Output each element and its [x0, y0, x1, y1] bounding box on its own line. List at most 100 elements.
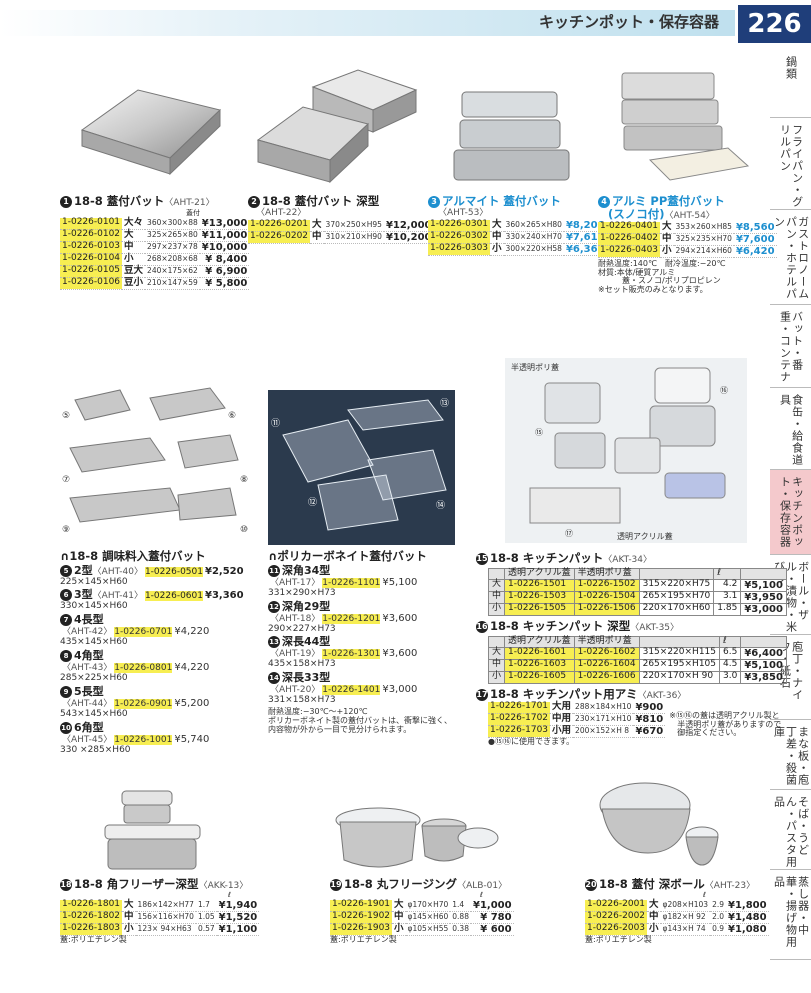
item-number-badge: 9: [60, 685, 72, 698]
row-code-poly: 1-0226-1506: [573, 602, 640, 616]
row-d: 353×260×H85: [673, 221, 734, 234]
sidebar-tab-5[interactable]: キッチンポット・保存容器: [770, 470, 811, 555]
sidebar-tab-0[interactable]: 鍋類: [770, 50, 811, 118]
row-p: ¥ 6,900: [199, 265, 250, 278]
row-liter: 3.0: [718, 670, 742, 684]
row-size: 大: [487, 646, 506, 660]
row-liter: 4.5: [718, 658, 742, 672]
item-dimensions: 435×158×H73: [268, 659, 336, 670]
row-price: ¥5,100: [740, 658, 787, 672]
row-c: 1-0226-1903: [330, 923, 393, 936]
row-d: 268×208×68: [145, 253, 200, 266]
section-15-code: 〈AKT-34〉: [603, 555, 653, 565]
header-blank: [487, 635, 506, 648]
sidebar-tab-8[interactable]: まな板・庖丁差・殺菌庫: [770, 720, 811, 790]
row-z: 小: [122, 922, 136, 936]
item-order-code: 1-0226-0701: [114, 627, 173, 638]
row-l: 0.9: [710, 923, 726, 936]
sidebar-tab-6[interactable]: ボール・ザル・漬物・米びつ: [770, 555, 811, 635]
category-sidebar: 鍋類フライパン・グリルパンガストロノームパン・ホテルパンバット・番重・コンテナ食…: [770, 50, 811, 990]
row-p: ¥1,080: [726, 923, 769, 936]
row-d: 230×171×H10: [573, 713, 634, 726]
row-size: 小: [487, 602, 506, 616]
header-h1: 透明アクリル蓋: [504, 635, 575, 648]
note-line: 耐熱温度:140℃ 耐冷温度:−20℃: [598, 258, 726, 268]
section-11-name: ポリカーボネイト蓋付バット: [277, 549, 427, 563]
row-z: 大: [660, 221, 674, 234]
item-name: 5長型: [74, 684, 104, 698]
row-c: 1-0226-0105: [60, 265, 123, 278]
item-dimensions: 331×290×H73: [268, 587, 336, 598]
section-5-name: 18-8 調味料入蓋付バット: [69, 549, 206, 563]
svg-text:⑤: ⑤: [62, 411, 70, 421]
section-19-number-badge: 19: [330, 879, 342, 891]
row-p: ¥670: [633, 725, 666, 738]
item-name: 深角29型: [282, 599, 331, 613]
row-p: ¥1,100: [216, 923, 260, 936]
item-price: ¥2,520: [204, 565, 244, 577]
item-order-code: 1-0226-1201: [322, 613, 381, 624]
item-number-badge: 14: [268, 672, 280, 685]
row-c: 1-0226-1701: [488, 701, 551, 714]
note-line: ※セット販売のみとなります。: [598, 285, 708, 295]
row-price: ¥3,850: [740, 670, 787, 684]
row-c: 1-0226-1902: [330, 911, 393, 924]
section-2-number-badge: 2: [248, 196, 260, 208]
row-p: ¥900: [633, 701, 666, 714]
sidebar-tab-label: フライパン・グリルパン: [778, 124, 804, 208]
item-price: ¥3,360: [204, 590, 244, 602]
section-19-note: 蓋:ポリエチレン製: [330, 934, 397, 944]
sidebar-tab-3[interactable]: バット・番重・コンテナ: [770, 305, 811, 388]
item-detail-line: 〈AHT-20〉1-0226-1401¥3,000: [270, 684, 452, 696]
section-1-column-header: 蓋付: [186, 208, 200, 217]
row-p: ¥810: [633, 713, 666, 726]
section-20-code: 〈AHT-23〉: [704, 881, 756, 891]
photo-label-top: 半透明ポリ蓋: [511, 362, 559, 372]
item-dimensions: 435×145×H60: [60, 637, 128, 648]
item-name: 深角34型: [282, 563, 331, 577]
section-3-name: アルマイト 蓋付バット: [442, 194, 561, 208]
item-name: 深長33型: [282, 671, 331, 685]
sidebar-tab-2[interactable]: ガストロノームパン・ホテルパン: [770, 210, 811, 305]
header-blank: [638, 567, 715, 580]
item-name: 6角型: [74, 720, 104, 734]
row-p: ¥10,000: [199, 241, 250, 254]
row-code-poly: 1-0226-1606: [573, 670, 640, 684]
row-l: 1.7: [195, 899, 217, 912]
row-d: 200×152×H 8: [573, 725, 634, 738]
row-size: 中: [487, 658, 506, 672]
row-d: 325×265×80: [145, 229, 200, 242]
item-name: 4長型: [74, 613, 104, 627]
section-18-liter-header: ℓ: [228, 890, 231, 899]
sidebar-tab-4[interactable]: 食缶・給食道具: [770, 388, 811, 470]
row-d: φ170×H70: [405, 899, 451, 912]
sidebar-tab-9[interactable]: そば・うどん・パスタ用品: [770, 790, 811, 870]
sidebar-tab-1[interactable]: フライパン・グリルパン: [770, 118, 811, 210]
item-code: 〈AHT-40〉: [92, 566, 143, 577]
item-price: ¥4,220: [174, 626, 210, 638]
item-dimensions: 290×227×H73: [268, 623, 336, 634]
note-line: 半透明ポリ蓋がありますので: [669, 719, 782, 729]
sidebar-tab-10[interactable]: 蒸し器・中華・揚げ物用品: [770, 870, 811, 960]
row-c: 1-0226-0104: [60, 253, 123, 266]
row-dims: 315×220×H75: [638, 578, 715, 592]
row-z: 小用: [550, 725, 574, 738]
item-name: 3型: [74, 588, 93, 602]
